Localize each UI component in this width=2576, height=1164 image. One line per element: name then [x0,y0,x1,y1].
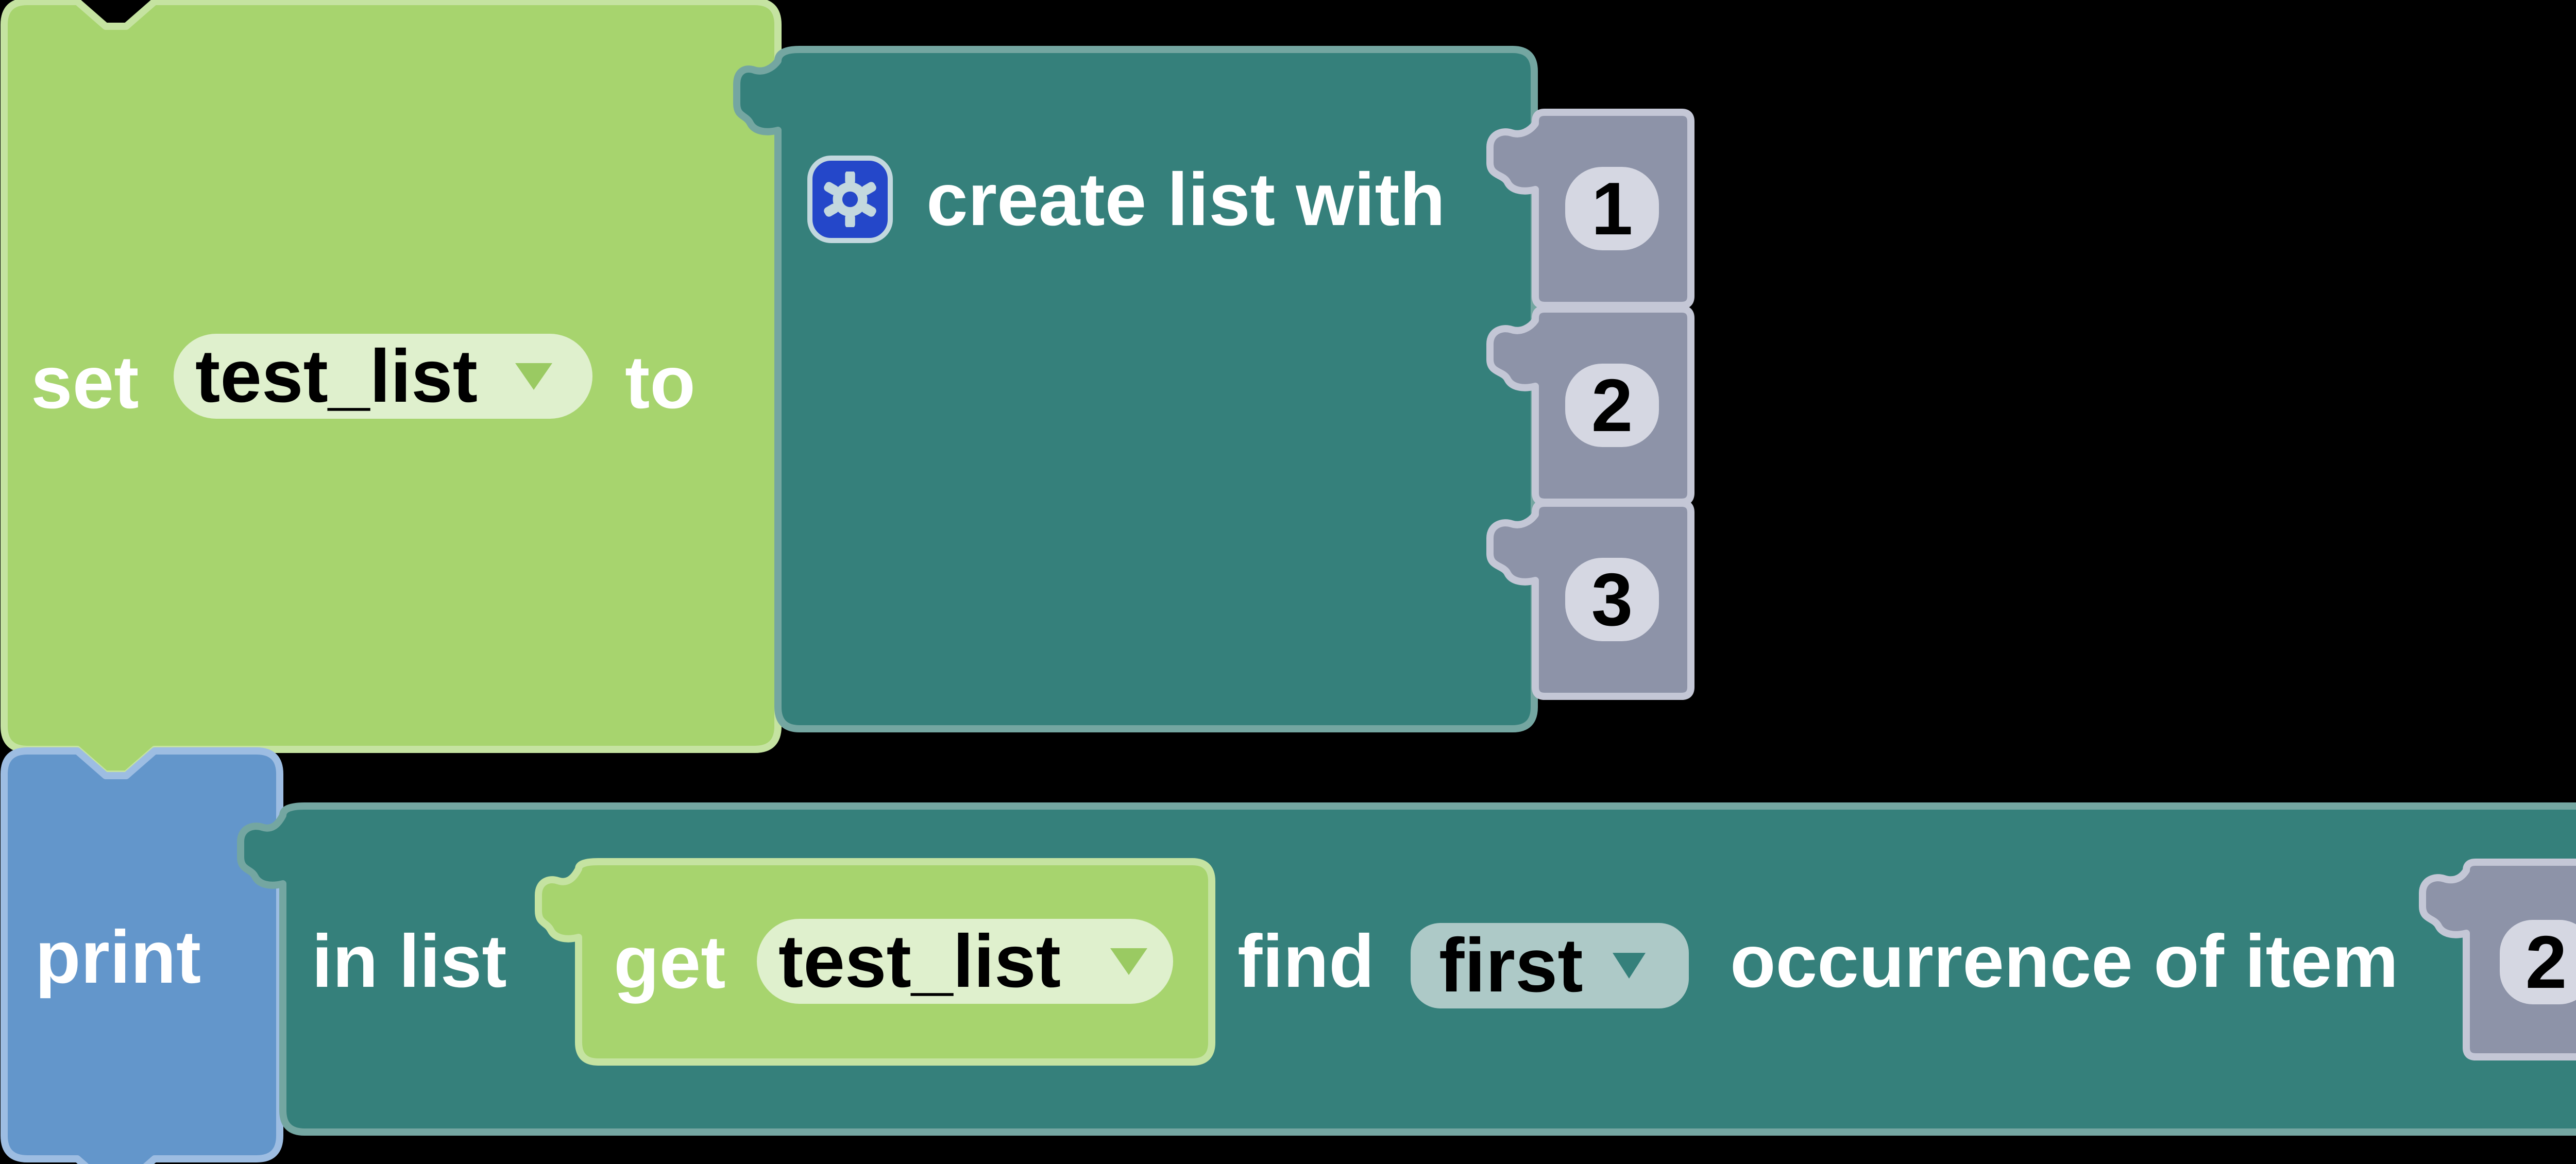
get-label: get [614,920,726,1004]
set-variable-name: test_list [195,334,478,418]
gear-icon [824,172,876,227]
list-item-field-3[interactable]: 3 [1565,558,1659,641]
to-label: to [625,340,696,424]
get-variable-dropdown[interactable]: test_list [757,919,1173,1004]
print-block[interactable] [1,747,283,1164]
item-number-block[interactable] [2419,859,2576,1060]
in-list-label: in list [312,919,507,1003]
find-label: find [1238,919,1375,1003]
print-label: print [35,915,201,999]
mutator-gear-button[interactable] [807,156,893,243]
chevron-down-icon [515,363,552,390]
chevron-down-icon [1110,948,1147,975]
list-item-field-2[interactable]: 2 [1565,364,1659,447]
list-item-value-2: 2 [1591,363,1633,447]
occurrence-position-value: first [1439,923,1583,1008]
create-list-label: create list with [926,158,1446,241]
set-label: set [31,340,139,424]
create-list-block[interactable] [733,46,1538,732]
set-variable-dropdown[interactable]: test_list [174,334,592,419]
search-item-value: 2 [2525,920,2567,1004]
get-variable-name: test_list [778,919,1061,1003]
occurrence-position-dropdown[interactable]: first [1411,923,1689,1008]
occurrence-of-item-label: occurrence of item [1730,919,2399,1003]
chevron-down-icon [1613,953,1646,979]
list-item-field-1[interactable]: 1 [1565,167,1659,250]
search-item-field[interactable]: 2 [2500,920,2576,1004]
list-item-value-3: 3 [1591,557,1633,641]
list-item-value-1: 1 [1591,166,1633,250]
